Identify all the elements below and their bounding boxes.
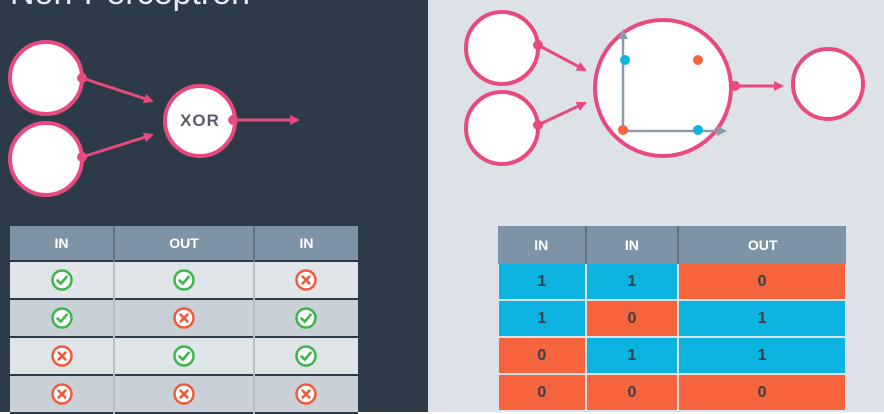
table-cell: 0: [677, 264, 847, 301]
left-truth-table: IN OUT IN: [10, 226, 358, 414]
table-row: [10, 299, 358, 337]
right-header-1: IN: [498, 226, 587, 264]
table-cell: [10, 375, 116, 413]
table-cell: 0: [584, 300, 680, 338]
xor-node: XOR: [163, 84, 237, 158]
table-cell: [253, 299, 358, 337]
table-cell: 0: [584, 374, 680, 412]
table-cell: [253, 337, 358, 375]
table-cell: 0: [497, 337, 587, 375]
table-cell: [114, 337, 255, 375]
table-cell: [114, 261, 255, 299]
xor-label: XOR: [180, 111, 220, 130]
table-cell: 1: [677, 337, 847, 375]
cross-icon: [173, 307, 195, 329]
table-cell: 1: [677, 300, 847, 338]
table-cell: [253, 261, 358, 299]
check-icon: [295, 307, 318, 329]
input-node-1: [8, 40, 84, 116]
table-cell: 1: [584, 337, 680, 375]
check-icon: [173, 269, 195, 291]
left-header-3: IN: [253, 226, 358, 261]
table-cell: [10, 337, 116, 375]
input-node-4: [464, 90, 540, 166]
right-header-2: IN: [585, 226, 680, 264]
perceptron-plot-node: [593, 18, 733, 158]
cross-icon: [295, 383, 318, 405]
table-cell: 0: [497, 374, 587, 412]
table-cell: 1: [497, 300, 587, 338]
table-cell: 1: [584, 264, 680, 301]
cross-icon: [50, 345, 73, 367]
cross-icon: [295, 269, 318, 291]
right-header-3: OUT: [678, 226, 846, 264]
left-header-2: OUT: [114, 226, 255, 261]
table-row: [10, 375, 358, 413]
check-icon: [50, 269, 73, 291]
table-row: [10, 337, 358, 375]
table-cell: [253, 375, 358, 413]
table-cell: [114, 375, 255, 413]
cross-icon: [50, 383, 73, 405]
check-icon: [295, 345, 318, 367]
left-header-1: IN: [10, 226, 116, 261]
table-cell: [10, 299, 116, 337]
table-cell: [114, 299, 255, 337]
page-title: Non-Perceptron: [10, 0, 250, 13]
check-icon: [173, 345, 195, 367]
cross-icon: [173, 383, 195, 405]
table-cell: 1: [497, 264, 587, 301]
table-row: [10, 261, 358, 299]
output-node: [791, 47, 865, 121]
check-icon: [50, 307, 73, 329]
input-node-2: [8, 121, 84, 197]
table-cell: 0: [677, 374, 847, 412]
input-node-3: [464, 10, 540, 86]
table-cell: [10, 261, 116, 299]
